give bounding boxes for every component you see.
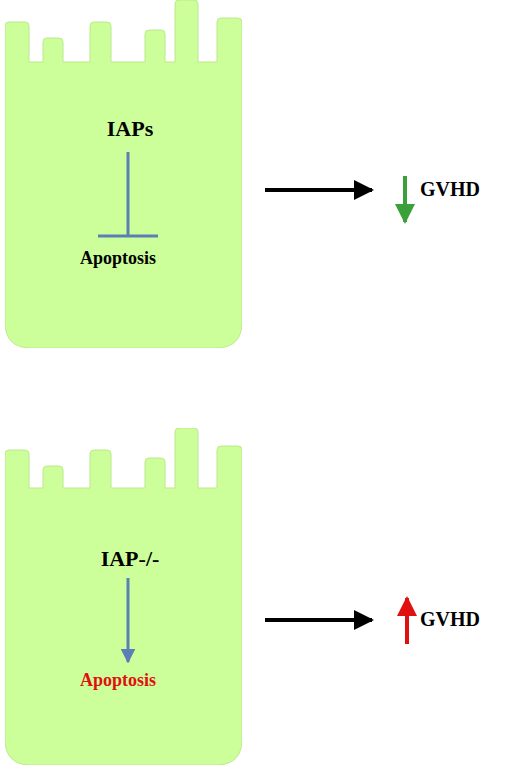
cell-shape	[5, 0, 242, 348]
outcome-label: GVHD	[420, 178, 480, 201]
cell-outline	[5, 428, 242, 765]
cell-shape	[5, 428, 242, 765]
result-arrow	[265, 618, 372, 622]
process-label: Apoptosis	[80, 670, 156, 691]
protein-label: IAPs	[107, 116, 153, 142]
result-arrow	[265, 188, 372, 192]
outcome-label: GVHD	[420, 608, 480, 631]
cell: IAPsApoptosis	[5, 0, 242, 348]
increase-arrow	[405, 598, 409, 644]
process-label: Apoptosis	[80, 248, 156, 269]
protein-label: IAP-/-	[101, 546, 160, 572]
cell: IAP-/- Apoptosis	[5, 428, 242, 765]
cell-outline	[5, 0, 242, 348]
decrease-arrow	[403, 176, 407, 222]
